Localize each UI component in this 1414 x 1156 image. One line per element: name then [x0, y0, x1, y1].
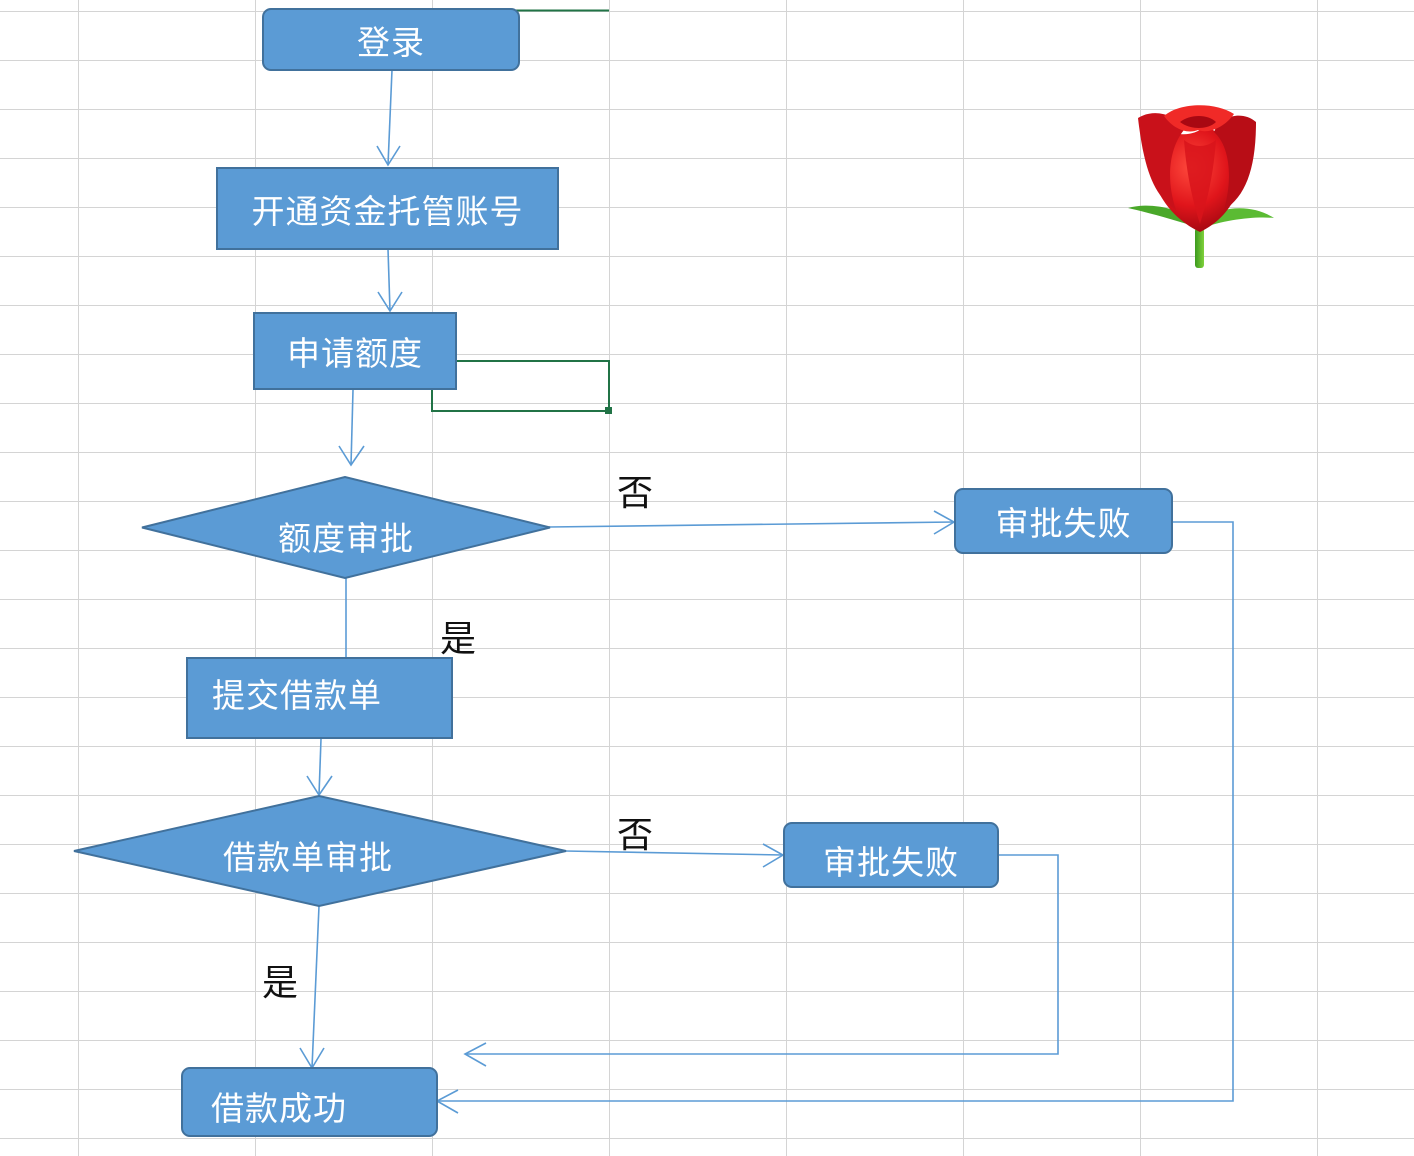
open-account-label: 开通资金托管账号 — [251, 191, 524, 231]
submit-loan-node[interactable]: 提交借款单 — [186, 657, 453, 739]
open-account-node[interactable]: 开通资金托管账号 — [216, 167, 559, 250]
loan-review-decision[interactable]: 借款单审批 — [72, 795, 568, 907]
login-label: 登录 — [357, 22, 425, 62]
quota-no-label: 否 — [617, 473, 654, 514]
quota-yes-label: 是 — [440, 619, 477, 660]
quota-fail-node[interactable]: 审批失败 — [954, 488, 1173, 554]
apply-quota-label: 申请额度 — [287, 334, 423, 373]
loan-fail-node[interactable]: 审批失败 — [783, 822, 999, 888]
loan-no-label: 否 — [617, 815, 654, 856]
rose-icon[interactable] — [1124, 100, 1276, 272]
cell-fill-handle[interactable] — [605, 407, 612, 414]
quota-review-label: 额度审批 — [278, 518, 414, 558]
loan-success-node[interactable]: 借款成功 — [181, 1067, 438, 1137]
loan-review-label: 借款单审批 — [223, 838, 393, 877]
loan-review-shape — [73, 795, 567, 907]
quota-review-shape — [141, 476, 551, 579]
submit-loan-label: 提交借款单 — [212, 676, 382, 715]
login-node[interactable]: 登录 — [262, 8, 520, 71]
apply-quota-node[interactable]: 申请额度 — [253, 312, 457, 390]
loan-success-label: 借款成功 — [211, 1089, 347, 1128]
loan-fail-label: 审批失败 — [823, 843, 959, 882]
quota-review-decision[interactable]: 额度审批 — [140, 476, 552, 579]
loan-yes-label: 是 — [262, 963, 299, 1004]
quota-fail-label: 审批失败 — [995, 504, 1132, 543]
